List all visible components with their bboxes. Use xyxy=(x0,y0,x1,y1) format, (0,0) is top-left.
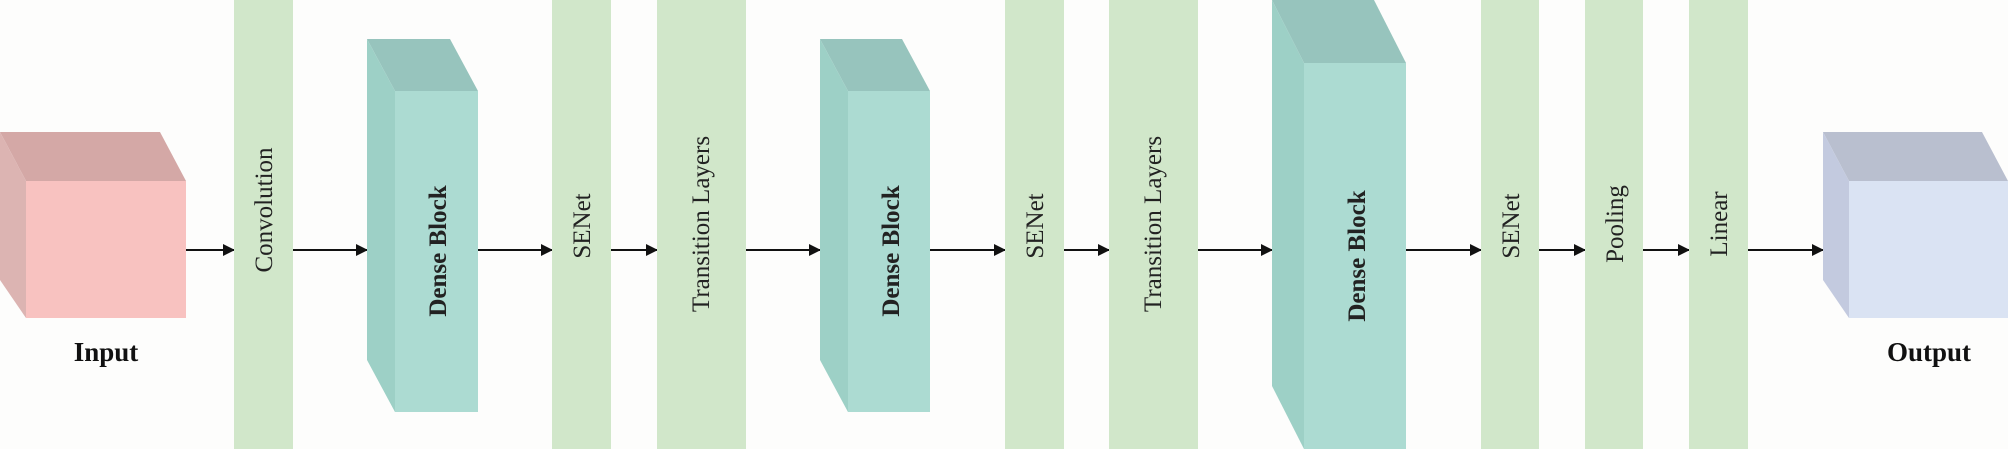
dense-block-1-top xyxy=(367,39,478,91)
dense-block-1-side xyxy=(367,39,395,412)
input-cube-side xyxy=(0,132,26,318)
dense-block-3-label: Dense Block xyxy=(1344,190,1371,321)
pooling-layer: Pooling xyxy=(1585,0,1643,449)
dense-block-3: Dense Block xyxy=(1272,0,1406,449)
transition-1-box xyxy=(657,0,746,449)
linear-box xyxy=(1689,0,1748,449)
dense-block-1: Dense Block xyxy=(367,39,478,412)
dense-block-2-top xyxy=(820,39,930,91)
dense-block-2-side xyxy=(820,39,848,412)
transition-2-label: Transition Layers xyxy=(1140,136,1167,312)
output-cube-top xyxy=(1823,132,2008,181)
dense-block-2-label: Dense Block xyxy=(878,185,905,316)
senet-2-label: SENet xyxy=(1022,193,1049,258)
transition-layer-1: Transition Layers xyxy=(657,0,746,449)
senet-1-label: SENet xyxy=(569,193,596,258)
transition-layer-2: Transition Layers xyxy=(1109,0,1198,449)
pooling-box xyxy=(1585,0,1643,449)
senet-1-box xyxy=(552,0,611,449)
transition-2-box xyxy=(1109,0,1198,449)
senet-layer-1: SENet xyxy=(552,0,611,449)
senet-2-box xyxy=(1005,0,1064,449)
senet-3-label: SENet xyxy=(1498,193,1525,258)
output-label: Output xyxy=(1887,337,1971,367)
convolution-label: Convolution xyxy=(251,147,278,273)
pooling-label: Pooling xyxy=(1602,185,1629,263)
input-cube-front xyxy=(26,181,186,318)
convolution-layer: Convolution xyxy=(234,0,293,449)
dense-block-1-front xyxy=(395,91,478,412)
output-cube-side xyxy=(1823,132,1849,318)
dense-block-2-front xyxy=(848,91,930,412)
input-cube-top xyxy=(0,132,186,181)
output-cube xyxy=(1823,132,2008,318)
senet-layer-3: SENet xyxy=(1481,0,1539,449)
convolution-box xyxy=(234,0,293,449)
dense-block-3-side xyxy=(1272,0,1304,449)
dense-block-1-label: Dense Block xyxy=(425,185,452,316)
transition-1-label: Transition Layers xyxy=(688,136,715,312)
linear-label: Linear xyxy=(1706,191,1733,257)
input-cube xyxy=(0,132,186,318)
senet-layer-2: SENet xyxy=(1005,0,1064,449)
senet-3-box xyxy=(1481,0,1539,449)
dense-block-3-front xyxy=(1304,63,1406,449)
linear-layer: Linear xyxy=(1689,0,1748,449)
dense-block-2: Dense Block xyxy=(820,39,930,412)
dense-block-3-top xyxy=(1272,0,1406,63)
input-label: Input xyxy=(74,337,139,367)
output-cube-front xyxy=(1849,181,2008,318)
